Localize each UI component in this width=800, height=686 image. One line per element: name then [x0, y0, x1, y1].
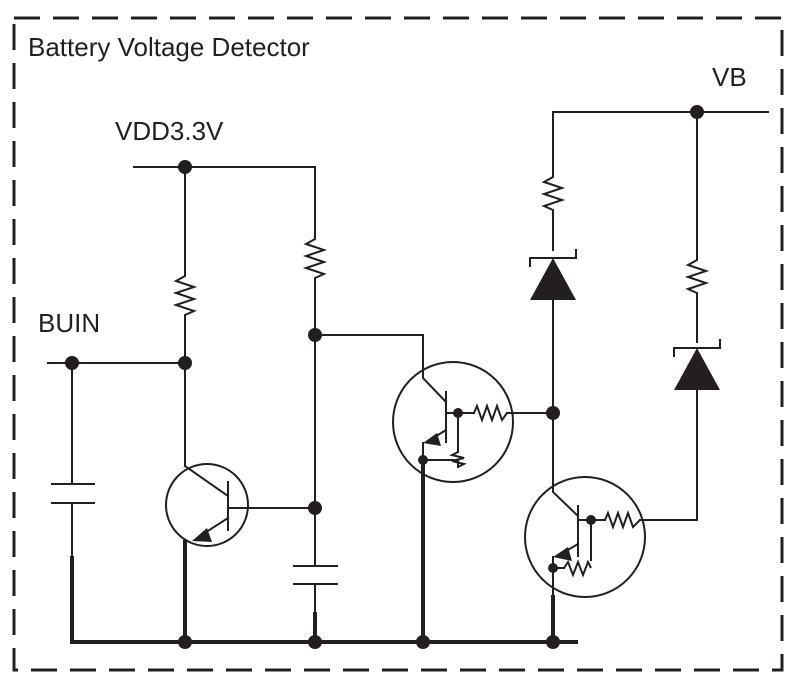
vdd-label: VDD3.3V	[115, 116, 224, 146]
capacitor-icon	[51, 483, 95, 557]
zener-diode-icon	[673, 339, 721, 390]
dashed-boundary	[12, 16, 784, 672]
resistor-icon	[684, 255, 710, 295]
wires	[47, 111, 769, 567]
ground-wires	[70, 460, 578, 644]
buin-label: BUIN	[38, 308, 100, 338]
digital-transistor-icon	[524, 476, 646, 598]
npn-transistor-icon	[165, 463, 249, 560]
resistor-icon	[302, 232, 328, 280]
resistor-icon	[540, 172, 566, 212]
diagram-title: Battery Voltage Detector	[28, 32, 310, 62]
junction-dots	[65, 105, 704, 649]
digital-transistor-icon	[392, 361, 514, 483]
capacitor-icon	[293, 565, 338, 613]
resistor-icon	[172, 268, 198, 322]
vb-label: VB	[712, 62, 747, 92]
zener-diode-icon	[529, 249, 577, 300]
